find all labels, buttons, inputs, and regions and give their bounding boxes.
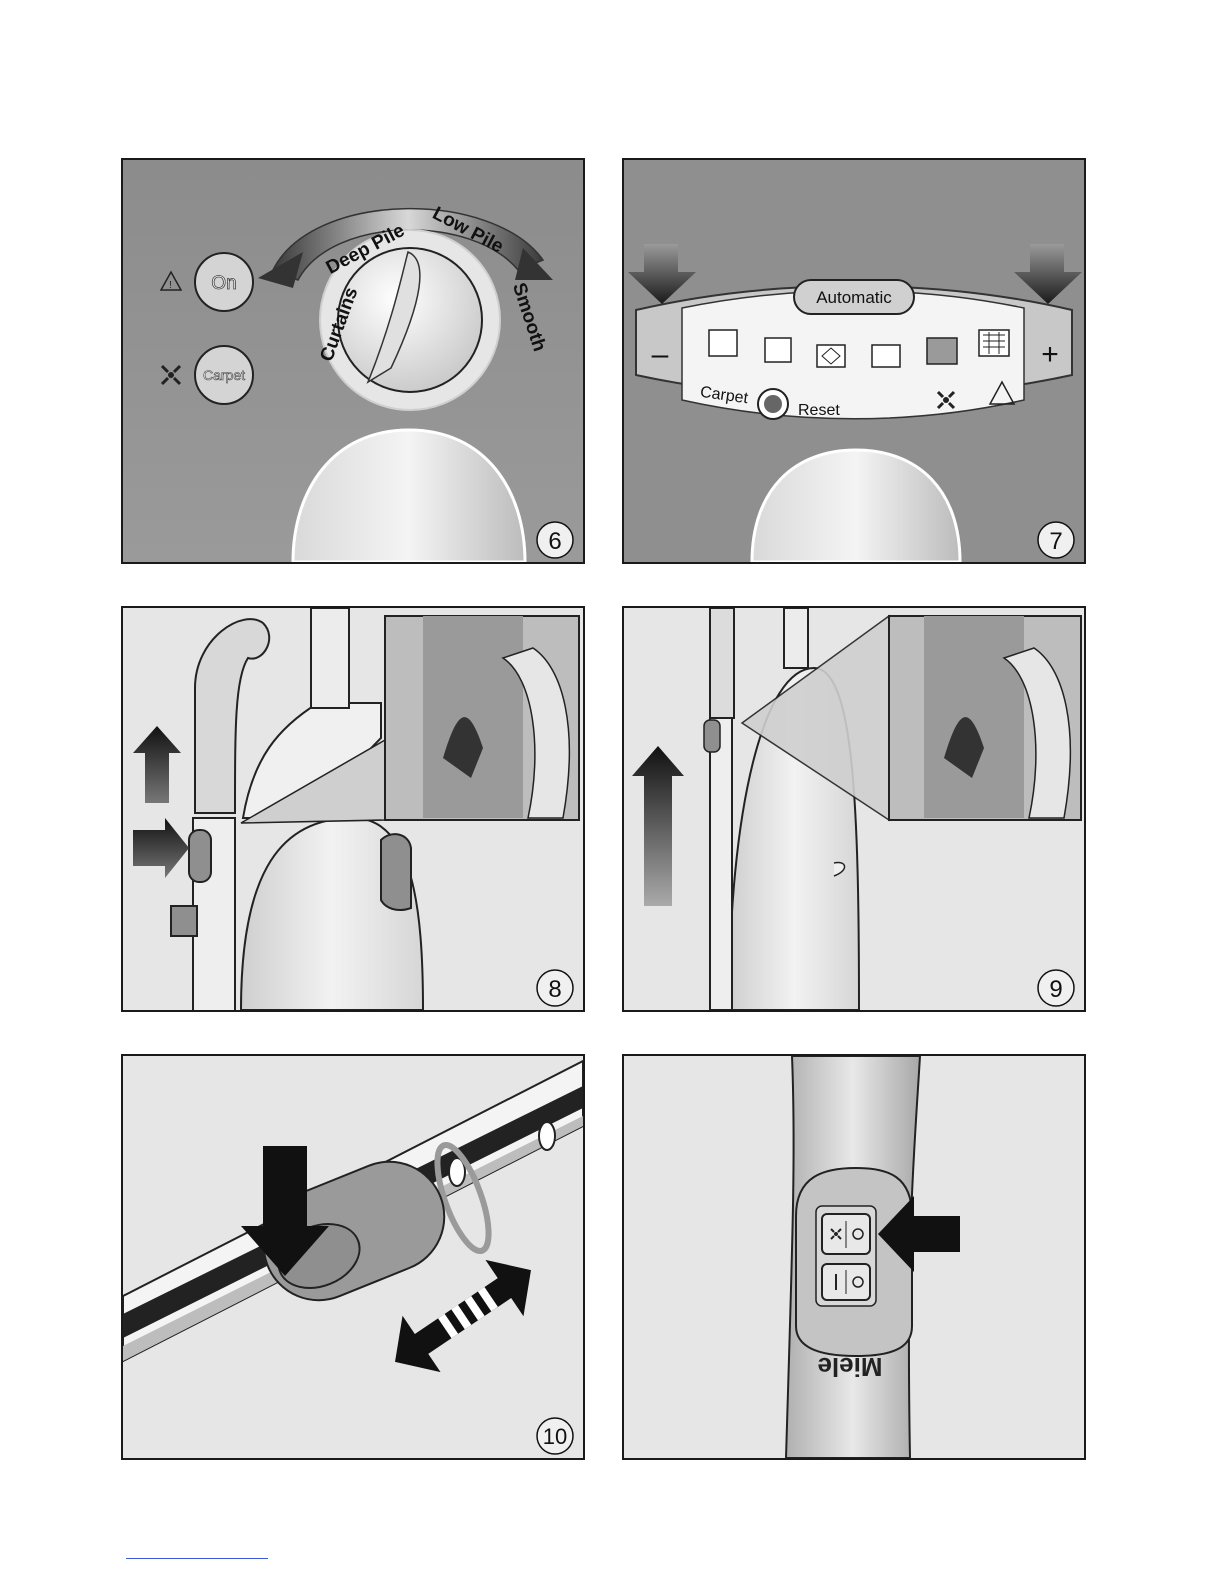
display-panel-illustration: Automatic – + Carpet Reset 7	[624, 160, 1084, 562]
curtain-icon	[709, 330, 737, 356]
figure-number-9: 9	[1049, 976, 1062, 1003]
carpet-button-label: Carpet	[203, 367, 245, 383]
handle-switch-illustration: Miele	[624, 1056, 1084, 1458]
figure-panel-10: 10	[121, 1054, 585, 1460]
deep-pile-icon	[927, 338, 957, 364]
footer-link-underline	[126, 1558, 268, 1559]
minus-button[interactable]: –	[652, 338, 669, 371]
dial-illustration: Curtains Deep Pile Low Pile Smooth ! On …	[123, 160, 583, 562]
reset-label: Reset	[798, 402, 840, 419]
figure-number-6: 6	[548, 528, 561, 555]
handle-release-illustration: 8	[123, 608, 583, 1010]
telescopic-tube-illustration: 10	[123, 1056, 583, 1458]
figure-panel-7: Automatic – + Carpet Reset 7	[622, 158, 1086, 564]
plus-button[interactable]: +	[1041, 338, 1059, 371]
handle-lock-illustration: 9	[624, 608, 1084, 1010]
on-button-label: On	[211, 273, 236, 294]
figure-panel-8: 8	[121, 606, 585, 1012]
figure-panel-6: Curtains Deep Pile Low Pile Smooth ! On …	[121, 158, 585, 564]
brand-logo: Miele	[817, 1352, 882, 1382]
svg-text:!: !	[169, 280, 172, 291]
low-pile-icon	[979, 330, 1009, 356]
upholstery-icon	[765, 338, 791, 362]
automatic-label: Automatic	[816, 288, 892, 307]
figure-number-10: 10	[543, 1424, 567, 1449]
figure-number-8: 8	[548, 976, 561, 1003]
figure-number-7: 7	[1049, 528, 1062, 555]
release-latch[interactable]	[189, 830, 211, 882]
release-latch[interactable]	[704, 720, 720, 752]
figure-panel-11: Miele	[622, 1054, 1086, 1460]
hearing-icon	[872, 345, 900, 367]
figure-panel-9: 9	[622, 606, 1086, 1012]
